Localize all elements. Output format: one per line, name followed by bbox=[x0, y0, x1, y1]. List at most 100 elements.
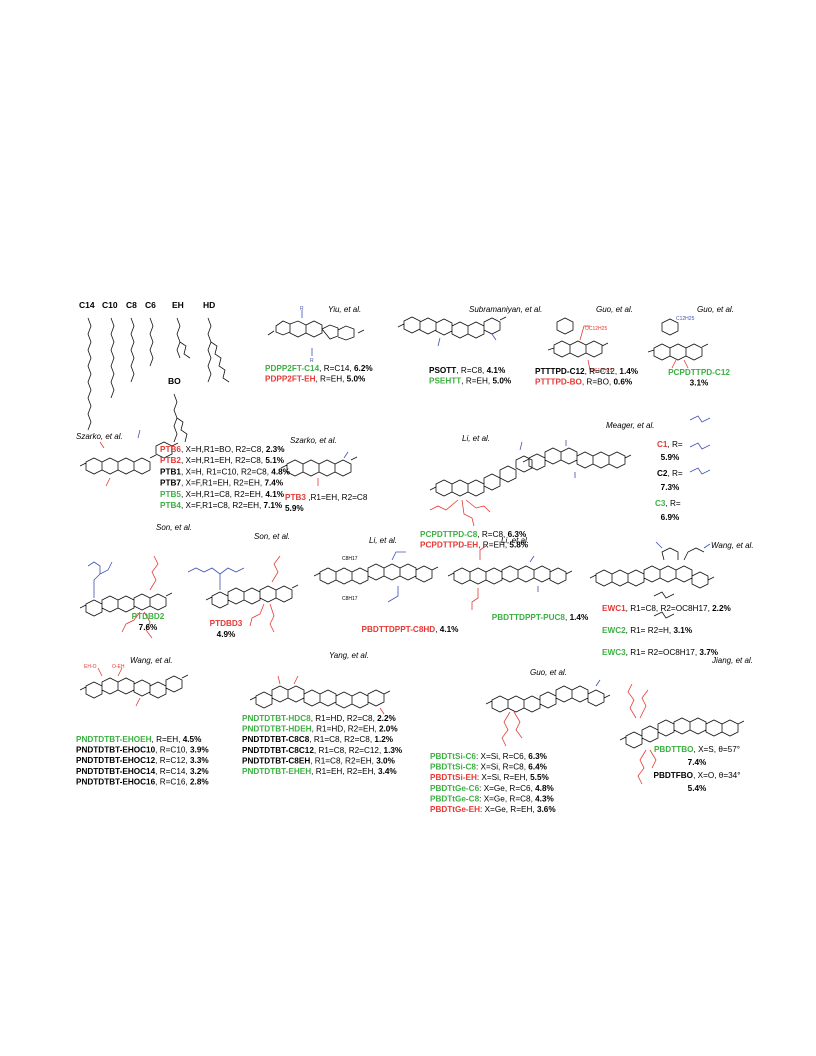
caption-guo2: PCPDTTPD-C12 3.1% bbox=[668, 368, 730, 388]
structure-ptdbd3 bbox=[187, 555, 299, 633]
caption-line: PNDTDTBT-HDEH, R1=HD, R2=EH, 2.0% bbox=[242, 725, 398, 734]
chain-c14-skeleton bbox=[87, 317, 92, 431]
caption-segment: 3.1% bbox=[690, 379, 709, 388]
caption-segment: PTB2 bbox=[160, 456, 181, 465]
caption-segment: 3.2% bbox=[190, 767, 209, 776]
chain-label-hd: HD bbox=[203, 300, 215, 310]
caption-segment: PNDTDTBT-HDC8 bbox=[242, 714, 311, 723]
caption-segment: 2.3% bbox=[266, 445, 285, 454]
caption-segment: : X=Ge, R=C8, bbox=[479, 794, 535, 803]
structure-pndtdtbt-eh: EH-O O-EH bbox=[79, 664, 189, 707]
caption-line: 5.4% bbox=[688, 784, 707, 793]
caption-segment: PBDTtSi-EH bbox=[430, 773, 477, 782]
structure-ptdbd2 bbox=[79, 555, 173, 639]
caption-segment: EWC2 bbox=[602, 626, 626, 635]
caption-segment: , X=H,R1=EH, R2=C8, bbox=[181, 456, 265, 465]
caption-line: PBDTtSi-EH: X=Si, R=EH, 5.5% bbox=[430, 773, 549, 782]
caption-segment: PCPDTTPD-C8 bbox=[420, 530, 478, 539]
structure-pcpdttpd-li bbox=[429, 441, 533, 527]
structure-meager bbox=[522, 415, 711, 478]
caption-segment: PNDTDTBT-HDEH bbox=[242, 725, 312, 734]
caption-line: PBDTtGe-C8: X=Ge, R=C8, 4.3% bbox=[430, 794, 555, 803]
caption-segment: 1.3% bbox=[384, 746, 403, 755]
caption-segment: 6.3% bbox=[508, 530, 527, 539]
caption-segment: 3.7% bbox=[699, 648, 718, 657]
caption-segment: 3.4% bbox=[378, 767, 397, 776]
caption-line: PTTTPD-C12, R=C12, 1.4% bbox=[535, 367, 639, 376]
caption-segment: PBDTFBO bbox=[653, 771, 693, 780]
chain-label-eh: EH bbox=[172, 300, 184, 310]
author-son-1: Son, et al. bbox=[156, 523, 192, 532]
caption-segment: 5.0% bbox=[492, 377, 511, 386]
chain-label-c8: C8 bbox=[126, 300, 137, 310]
caption-segment: , X=H, R1=C10, R2=C8, bbox=[181, 467, 271, 476]
caption-segment: PCPDTTPD-C12 bbox=[668, 368, 730, 377]
structure-pbdttbo bbox=[619, 683, 745, 785]
caption-segment: , R1=C8, R2=OC8H17, bbox=[626, 604, 712, 613]
caption-line: PBDTtGe-EH: X=Ge, R=EH, 3.6% bbox=[430, 805, 556, 814]
svg-text:OC12H25: OC12H25 bbox=[590, 368, 612, 374]
caption-segment: , X=S, θ=57° bbox=[694, 745, 741, 754]
caption-segment: 7.1% bbox=[264, 501, 283, 510]
caption-segment: 7.3% bbox=[661, 483, 680, 492]
chain-label-c14: C14 bbox=[79, 300, 95, 310]
author-li-1: Li, et al. bbox=[462, 434, 490, 443]
caption-segment: 4.1% bbox=[440, 625, 459, 634]
caption-segment: PTTTPD-C12 bbox=[535, 367, 585, 376]
caption-line: 7.6% bbox=[139, 623, 158, 632]
caption-meager: C1, R=5.9%C2, R=7.3%C3, R=6.9% bbox=[655, 440, 683, 522]
caption-segment: , X=O, θ=34° bbox=[693, 771, 740, 780]
caption-segment: , R1= R2=H, bbox=[626, 626, 674, 635]
caption-segment: , R=EH, bbox=[461, 377, 492, 386]
caption-segment: , R= bbox=[667, 440, 682, 449]
caption-wang1: EWC1, R1=C8, R2=OC8H17, 2.2%EWC2, R1= R2… bbox=[602, 604, 732, 657]
caption-segment: , R=C12, bbox=[155, 756, 190, 765]
chain-eh-skeleton bbox=[176, 317, 191, 359]
caption-segment: 4.1% bbox=[265, 490, 284, 499]
chain-legend: C14 C10 C8 C6 EH HD BO bbox=[79, 300, 230, 443]
caption-line: 3.1% bbox=[690, 379, 709, 388]
caption-line: PTB3 ,R1=EH, R2=C8 bbox=[285, 493, 368, 502]
author-guo-2: Guo, et al. bbox=[697, 305, 734, 314]
caption-segment: , X=H,R1=C8, R2=EH, bbox=[181, 490, 265, 499]
caption-segment: PBDTtGe-C6 bbox=[430, 784, 480, 793]
caption-segment: 2.8% bbox=[190, 777, 209, 786]
structure-pbdttdppt-puc8 bbox=[447, 545, 573, 610]
caption-segment: 7.6% bbox=[139, 623, 158, 632]
caption-segment: PDPP2FT-EH bbox=[265, 375, 316, 384]
structure-pdpp2ft: R R bbox=[267, 306, 365, 364]
caption-segment: PBDTTBO bbox=[654, 745, 694, 754]
author-wang-1: Wang, et al. bbox=[711, 541, 754, 550]
caption-segment: PBDTTDPPT-C8HD bbox=[362, 625, 436, 634]
author-szarko-1: Szarko, et al. bbox=[76, 432, 123, 441]
caption-segment: , R=C8, bbox=[477, 530, 507, 539]
caption-line: 5.9% bbox=[661, 453, 680, 462]
caption-line: PSOTT, R=C8, 4.1% bbox=[429, 366, 506, 375]
author-jiang: Jiang, et al. bbox=[711, 656, 753, 665]
caption-segment: 6.2% bbox=[354, 364, 373, 373]
structure-ptb3 bbox=[280, 451, 358, 486]
caption-segment: 5.5% bbox=[530, 773, 549, 782]
caption-segment: , R=EH, bbox=[152, 735, 183, 744]
svg-text:R: R bbox=[300, 306, 304, 312]
structure-pndtdtbt-yang bbox=[249, 675, 391, 715]
caption-segment: : X=Ge, R=EH, bbox=[480, 805, 537, 814]
caption-line: 5.9% bbox=[285, 504, 304, 513]
caption-segment: 5.4% bbox=[688, 784, 707, 793]
caption-segment: , R1=HD, R2=EH, bbox=[312, 725, 379, 734]
caption-segment: : X=Si, R=C6, bbox=[476, 752, 528, 761]
caption-line: PTDBD3 bbox=[210, 619, 243, 628]
caption-line: PBDTtSi-C8: X=Si, R=C8, 6.4% bbox=[430, 763, 548, 772]
structure-pcpdttpd-guo: C12H25 bbox=[647, 316, 709, 369]
caption-line: PDPP2FT-EH, R=EH, 5.0% bbox=[265, 375, 366, 384]
caption-line: 7.3% bbox=[661, 483, 680, 492]
author-li-3: Li, et al. bbox=[501, 536, 529, 545]
caption-segment: 6.4% bbox=[528, 763, 547, 772]
caption-line: PBDTtSi-C6: X=Si, R=C6, 6.3% bbox=[430, 752, 548, 761]
caption-segment: PTB4 bbox=[160, 501, 181, 510]
caption-line: PTB1, X=H, R1=C10, R2=C8, 4.8% bbox=[160, 467, 291, 476]
caption-line: PNDTDTBT-C8C12, R1=C8, R2=C12, 1.3% bbox=[242, 746, 403, 755]
caption-segment: PCPDTTPD-EH bbox=[420, 541, 478, 550]
caption-segment: PTB7 bbox=[160, 479, 181, 488]
